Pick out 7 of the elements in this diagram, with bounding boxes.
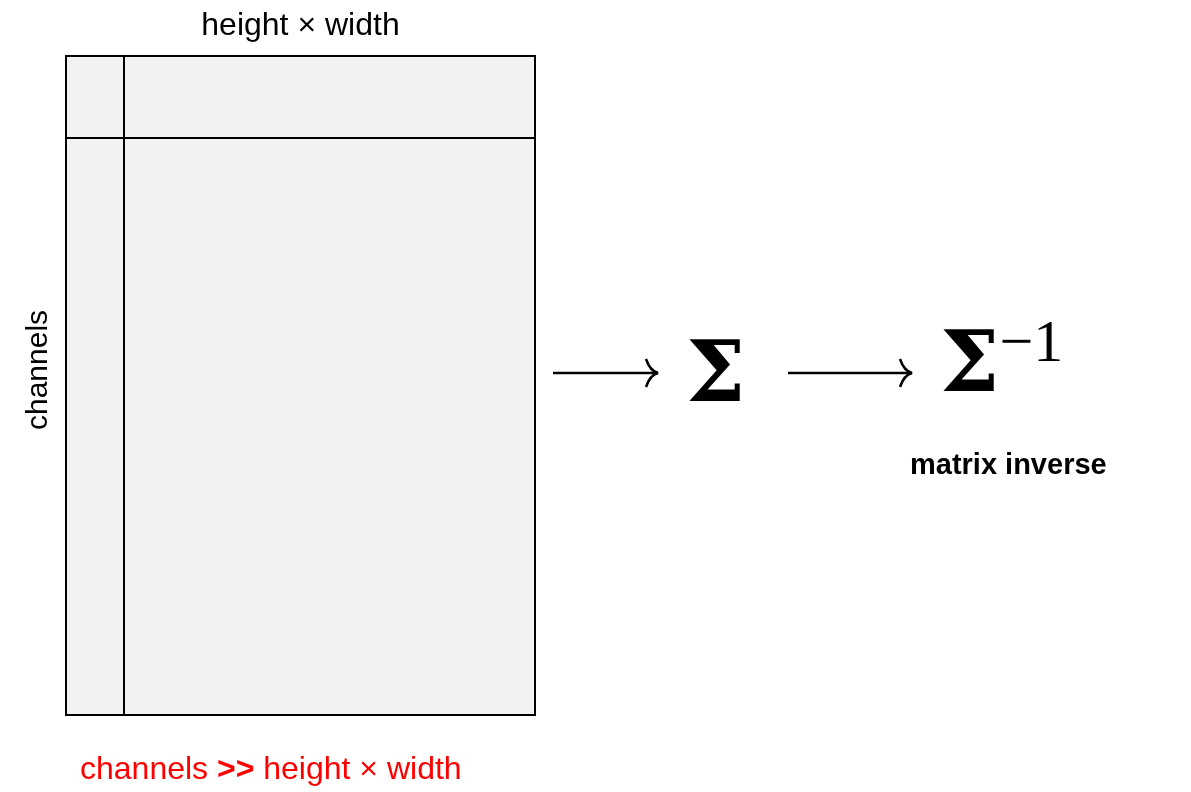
- sigma-symbol: Σ: [686, 330, 768, 406]
- axis-label: height × width: [200, 6, 401, 43]
- axis-label: channels: [20, 309, 55, 431]
- matrix-box: [65, 55, 536, 716]
- caption-text: matrix inverse: [910, 448, 1107, 481]
- note-text: channels >> height × width: [80, 750, 462, 787]
- inverse-matrix-symbol: Σ$^{−1}$: [940, 320, 1140, 406]
